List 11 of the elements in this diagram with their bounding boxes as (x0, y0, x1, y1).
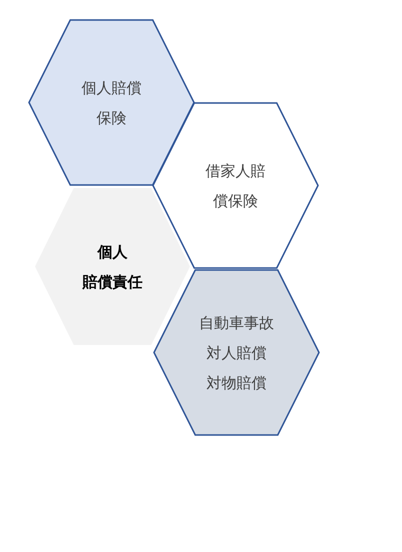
hexagon-label: 賠償責任 (82, 272, 142, 292)
hexagon (154, 270, 319, 435)
hexagon-label: 借家人賠償保険 (204, 160, 266, 212)
hexagon-label: 自動車事故 (199, 312, 274, 334)
hexagon-label: 個人賠償保険 (80, 78, 142, 128)
hexagon (153, 103, 318, 268)
hexagon-label: 対人賠償 (206, 342, 266, 364)
hexagon-label: 対物賠償 (206, 372, 266, 394)
hexagon (35, 188, 190, 345)
hexagon (29, 20, 194, 185)
hexagon-label: 個人 (98, 242, 128, 262)
